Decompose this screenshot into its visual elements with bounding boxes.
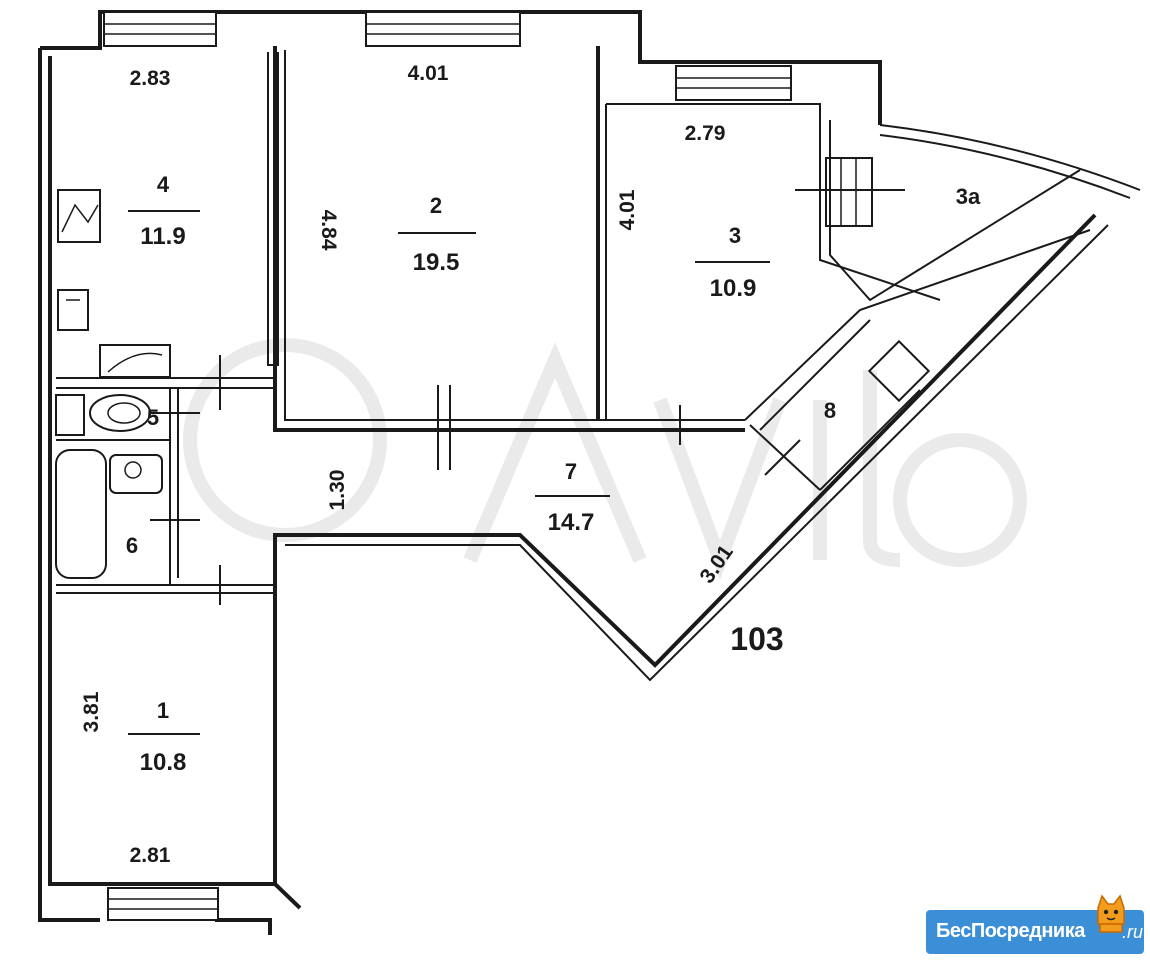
sink-icon <box>57 289 89 331</box>
stairs <box>825 157 873 227</box>
room-4-area: 11.9 <box>140 223 185 250</box>
fixtures <box>55 157 873 579</box>
room-7-area: 14.7 <box>548 509 595 536</box>
room-1-number: 1 <box>157 698 169 723</box>
room-2-number: 2 <box>430 193 442 218</box>
dim-room-1-depth: 3.81 <box>80 691 103 732</box>
dim-room-4-width: 2.83 <box>130 67 171 90</box>
dim-room-3-depth: 4.01 <box>616 189 639 230</box>
logo-tld: .ru <box>1122 922 1144 942</box>
cistern-icon <box>55 394 85 436</box>
cat-mascot-icon <box>1097 894 1125 933</box>
bathtub-icon <box>55 449 107 579</box>
room-1-area: 10.8 <box>140 749 187 776</box>
room-3-area: 10.9 <box>710 275 757 302</box>
dim-room-3-width: 2.79 <box>685 122 726 145</box>
room-8-number: 8 <box>824 398 836 423</box>
washbasin-icon <box>99 344 171 378</box>
room-7-number: 7 <box>565 459 577 484</box>
apartment-number: 103 <box>730 621 783 657</box>
logo-text: БесПосредника <box>936 920 1085 942</box>
dim-room-2-depth: 4.84 <box>317 210 340 251</box>
bezposrednika-logo: БесПосредника .ru <box>926 894 1144 954</box>
stove-icon <box>57 189 101 243</box>
toilet-icon <box>89 394 151 432</box>
room-labels: 4 11.9 2 19.5 3 10.9 3a 5 6 7 14.7 8 1 1… <box>126 172 981 776</box>
dim-room-2-width: 4.01 <box>408 62 449 85</box>
room-3a-number: 3a <box>956 184 981 209</box>
room-6-number: 6 <box>126 533 138 558</box>
dim-room-1-width: 2.81 <box>130 844 171 867</box>
windows <box>103 11 792 921</box>
window-room-1 <box>107 887 219 921</box>
room-4-number: 4 <box>157 172 170 197</box>
window-room-4 <box>103 11 217 47</box>
outer-walls <box>38 10 1141 935</box>
bath-sink-icon <box>109 454 163 494</box>
room-2-area: 19.5 <box>413 249 460 276</box>
window-room-3 <box>675 65 792 101</box>
dim-corridor-width: 1.30 <box>326 470 349 511</box>
window-room-2 <box>365 11 521 47</box>
room-5-number: 5 <box>147 405 159 430</box>
room-3-number: 3 <box>729 223 741 248</box>
